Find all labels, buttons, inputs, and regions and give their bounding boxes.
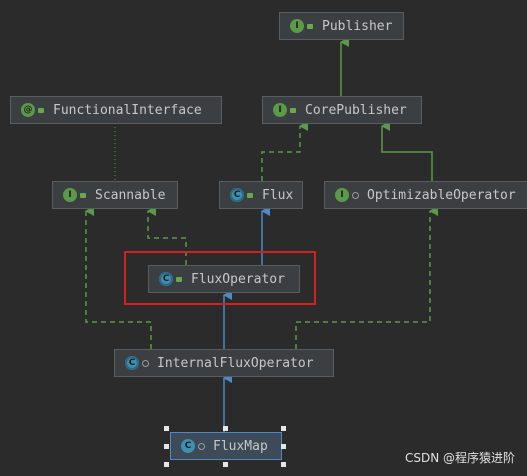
node-internal-flux-operator[interactable]: C InternalFluxOperator [114, 349, 334, 377]
interface-icon: I [63, 188, 77, 202]
edge-flux-implements-corepublisher [261, 121, 308, 181]
abstract-class-icon: C [159, 272, 173, 286]
node-flux-operator[interactable]: C FluxOperator [148, 265, 300, 293]
package-visibility-icon [198, 442, 205, 450]
public-visibility-icon [307, 23, 314, 30]
edge-optimizableoperator-extends-corepublisher [381, 121, 433, 181]
node-flux-label: Flux [262, 187, 294, 203]
interface-icon: I [290, 19, 304, 33]
resize-handle-bottom-left[interactable] [164, 462, 169, 467]
package-visibility-icon [352, 191, 359, 199]
node-core-publisher[interactable]: I CorePublisher [262, 96, 422, 124]
resize-handle-bottom[interactable] [223, 462, 228, 467]
resize-handle-top-right[interactable] [281, 426, 286, 431]
interface-icon: I [335, 188, 349, 202]
resize-handle-right[interactable] [281, 444, 286, 449]
watermark: CSDN @程序猿进阶 [404, 451, 515, 465]
node-flux-map-label: FluxMap [213, 438, 268, 454]
public-visibility-icon [176, 276, 183, 283]
node-flux[interactable]: C Flux [219, 181, 303, 209]
interface-icon: I [273, 103, 287, 117]
public-visibility-icon [247, 192, 254, 199]
node-internal-flux-operator-label: InternalFluxOperator [157, 355, 314, 371]
node-functional-interface-label: FunctionalInterface [53, 102, 202, 118]
node-functional-interface[interactable]: @ FunctionalInterface [10, 96, 222, 124]
resize-handle-bottom-right[interactable] [281, 462, 286, 467]
class-icon: C [181, 439, 195, 453]
highlight-box [124, 251, 316, 305]
resize-handle-top-left[interactable] [164, 426, 169, 431]
resize-handle-top[interactable] [223, 426, 228, 431]
public-visibility-icon [290, 107, 297, 114]
public-visibility-icon [80, 192, 87, 199]
node-core-publisher-label: CorePublisher [305, 102, 407, 118]
node-publisher-label: Publisher [322, 18, 393, 34]
resize-handle-left[interactable] [164, 444, 169, 449]
node-scannable-label: Scannable [95, 187, 166, 203]
edge-internalfluxoperator-implements-optimizableoperator [295, 206, 438, 349]
node-flux-map[interactable]: C FluxMap [170, 432, 282, 460]
node-optimizable-operator[interactable]: I OptimizableOperator [324, 181, 527, 209]
edge-internalfluxoperator-implements-scannable [85, 206, 152, 349]
abstract-class-icon: C [125, 356, 139, 370]
node-publisher[interactable]: I Publisher [279, 12, 404, 40]
public-visibility-icon [38, 107, 45, 114]
node-optimizable-operator-label: OptimizableOperator [367, 187, 516, 203]
annotation-icon: @ [21, 103, 35, 117]
abstract-class-icon: C [230, 188, 244, 202]
node-flux-operator-label: FluxOperator [191, 271, 285, 287]
node-scannable[interactable]: I Scannable [52, 181, 178, 209]
package-visibility-icon [142, 359, 149, 367]
